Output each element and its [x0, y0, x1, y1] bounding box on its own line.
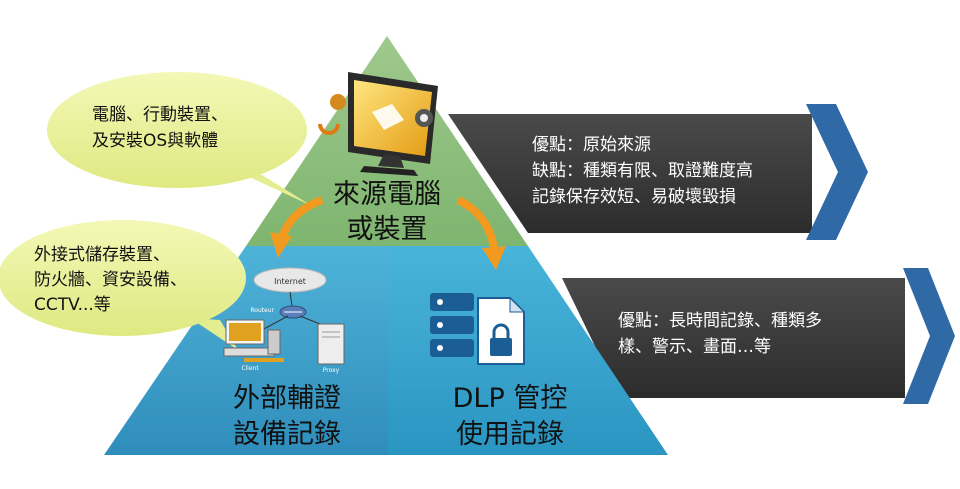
arrow-down-right-icon: [456, 196, 506, 270]
svg-text:或裝置: 或裝置: [347, 214, 428, 245]
proxy-label: Proxy: [323, 367, 340, 374]
svg-text:缺點：種類有限、取證難度高: 缺點：種類有限、取證難度高: [532, 161, 753, 181]
svg-text:防火牆、資安設備、: 防火牆、資安設備、: [34, 270, 187, 290]
chevron-right-icon: [903, 268, 955, 404]
arrow-down-left-icon: [270, 196, 324, 258]
svg-text:樣、警示、畫面…等: 樣、警示、畫面…等: [618, 337, 771, 357]
svg-text:CCTV...等: CCTV...等: [34, 295, 111, 315]
router-label: Routeur: [250, 307, 274, 314]
svg-text:來源電腦: 來源電腦: [333, 179, 441, 210]
bubble-top-text: 電腦、行動裝置、 及安裝OS與軟體: [92, 105, 228, 151]
svg-text:記錄保存效短、易破壞毀損: 記錄保存效短、易破壞毀損: [532, 187, 736, 207]
svg-text:使用記錄: 使用記錄: [456, 419, 564, 450]
svg-text:設備記錄: 設備記錄: [233, 419, 341, 450]
svg-text:優點：原始來源: 優點：原始來源: [532, 135, 651, 155]
lock-icon: [490, 323, 512, 356]
chevron-right-icon: [806, 104, 868, 240]
svg-text:外部輔證: 外部輔證: [233, 383, 341, 414]
pyramid-bottom-left-label: 外部輔證 設備記錄: [233, 383, 341, 450]
svg-text:外接式儲存裝置、: 外接式儲存裝置、: [34, 245, 170, 265]
pyramid-top-label: 來源電腦 或裝置: [333, 179, 441, 245]
panel-bottom: [562, 268, 955, 404]
proxy-server-icon: [317, 323, 345, 365]
svg-text:優點：長時間記錄、種類多: 優點：長時間記錄、種類多: [618, 311, 822, 331]
svg-text:DLP 管控: DLP 管控: [453, 383, 568, 414]
panel-top-text: 優點：原始來源 缺點：種類有限、取證難度高 記錄保存效短、易破壞毀損: [532, 135, 753, 207]
client-label: Client: [241, 365, 259, 372]
speech-bubble-top: [47, 72, 312, 206]
panel-top: [448, 104, 868, 240]
network-diagram-icon: Internet Routeur Client Proxy: [223, 267, 345, 374]
pyramid-bottom-right-label: DLP 管控 使用記錄: [453, 383, 568, 450]
bubble-bottom-text: 外接式儲存裝置、 防火牆、資安設備、 CCTV...等: [34, 245, 187, 315]
svg-text:及安裝OS與軟體: 及安裝OS與軟體: [92, 131, 218, 151]
dlp-secure-document-icon: [430, 293, 526, 365]
computer-monitor-icon: [318, 72, 438, 176]
internet-label: Internet: [274, 277, 306, 286]
svg-text:電腦、行動裝置、: 電腦、行動裝置、: [92, 105, 228, 125]
panel-bottom-text: 優點：長時間記錄、種類多 樣、警示、畫面…等: [618, 311, 822, 357]
client-computer-icon: [223, 319, 284, 362]
